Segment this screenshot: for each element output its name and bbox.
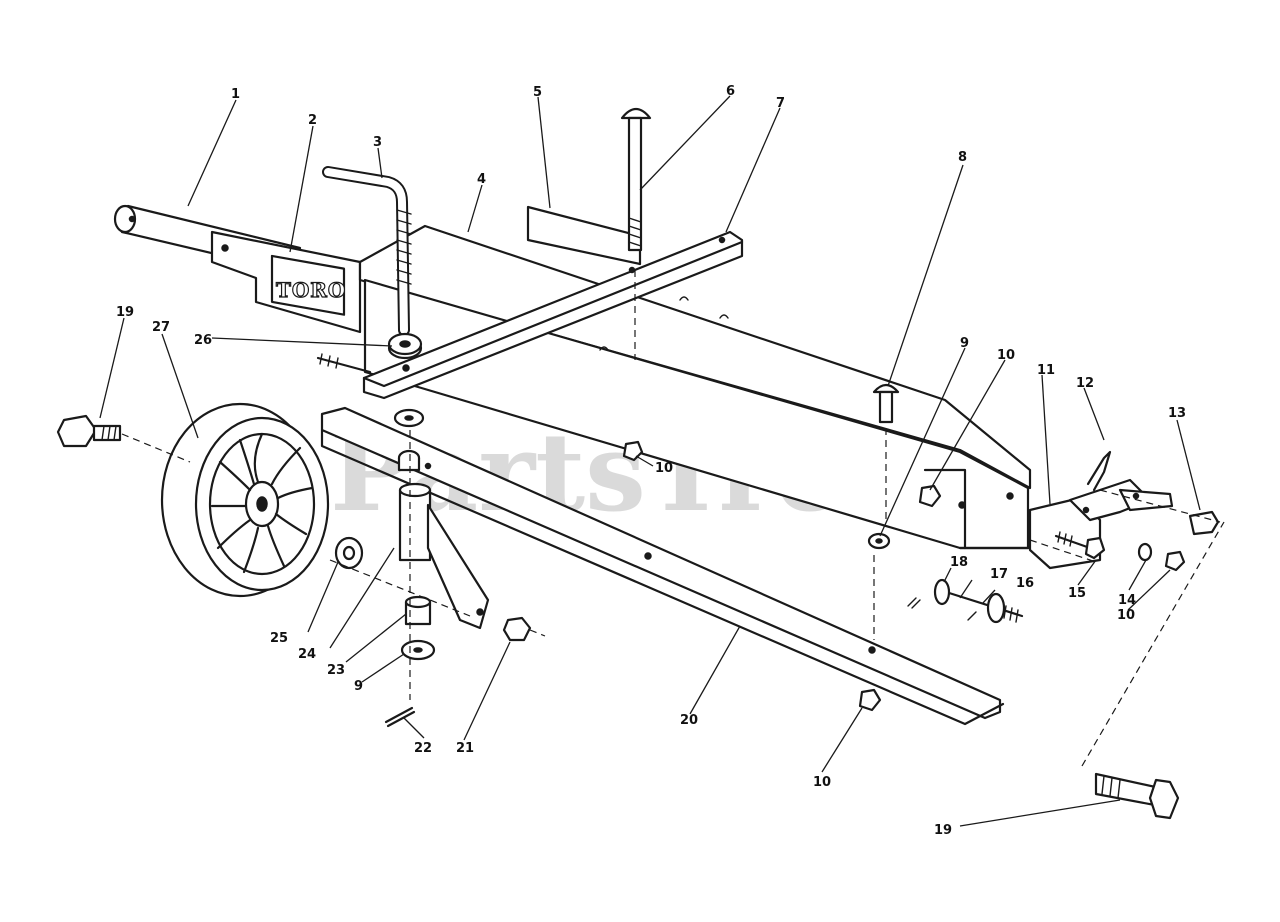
part-6-carriage-bolt[interactable] <box>620 107 652 360</box>
part-27-wheel[interactable] <box>160 402 330 598</box>
part-23-bushing[interactable] <box>404 595 432 626</box>
brand-logo-text: TORO <box>276 278 346 302</box>
pivot-axis-line <box>1099 489 1221 523</box>
callout-19-left: 19 <box>116 305 134 320</box>
part-25-washer[interactable] <box>334 536 364 570</box>
callout-13: 13 <box>1168 406 1186 421</box>
part-10-nut-d[interactable] <box>1164 550 1186 572</box>
callout-4: 4 <box>477 172 486 187</box>
part-13-cap[interactable] <box>1188 510 1220 536</box>
callout-9-lower: 9 <box>354 679 363 694</box>
part-14-washer[interactable] <box>1137 542 1153 562</box>
callout-20: 20 <box>680 713 698 728</box>
part-10-nut-a[interactable] <box>622 440 644 462</box>
callout-21: 21 <box>456 741 474 756</box>
part-7-cross-bar[interactable] <box>362 230 744 400</box>
callout-16: 16 <box>1016 576 1034 591</box>
callout-17: 17 <box>990 567 1008 582</box>
callout-23: 23 <box>327 663 345 678</box>
callout-6: 6 <box>726 84 735 99</box>
callout-25: 25 <box>270 631 288 646</box>
callout-22: 22 <box>414 741 432 756</box>
part-3-adjustment-rod[interactable] <box>322 166 412 336</box>
callout-27: 27 <box>152 320 170 335</box>
callout-9-frame: 9 <box>960 336 969 351</box>
wheel-axis-line <box>329 559 471 617</box>
part-15-bolt[interactable] <box>1054 531 1106 560</box>
part-2-brand-bracket[interactable]: TORO <box>210 230 362 334</box>
part-24-spacer-arm[interactable] <box>398 482 490 630</box>
part-11-pivot-bracket[interactable] <box>1028 478 1174 570</box>
callout-14: 14 <box>1118 593 1136 608</box>
callout-26: 26 <box>194 333 212 348</box>
part-9-washer-upper[interactable] <box>393 408 432 472</box>
callout-5: 5 <box>533 85 542 100</box>
part-26-nut[interactable] <box>387 332 423 372</box>
callout-10-far: 10 <box>1117 608 1135 623</box>
leader-lines <box>99 95 1201 827</box>
callout-10-mid: 10 <box>655 461 673 476</box>
part-9-washer-lower[interactable] <box>400 639 436 661</box>
part-12-clip[interactable] <box>1086 450 1112 492</box>
small-bolt-left[interactable] <box>316 353 372 374</box>
callout-24: 24 <box>298 647 316 662</box>
part-8-carriage-bolt[interactable] <box>872 383 900 520</box>
part-10-nut-c[interactable] <box>858 688 882 712</box>
callout-labels: 1 2 3 4 5 6 7 8 9 9 10 10 10 10 11 12 13… <box>116 84 1186 838</box>
part-9-washer-frame[interactable] <box>867 532 891 640</box>
part-16-17-18-axle-rings[interactable] <box>907 578 1024 624</box>
callout-7: 7 <box>776 96 785 111</box>
part-20-angle-bar[interactable] <box>320 406 1005 726</box>
callout-18: 18 <box>950 555 968 570</box>
callout-10-right: 10 <box>997 348 1015 363</box>
part-22-cotter-pin[interactable] <box>384 706 416 728</box>
part-19-shoulder-bolt-right[interactable] <box>1081 521 1225 820</box>
part-5-plate[interactable] <box>526 205 642 266</box>
callout-10-bottom: 10 <box>813 775 831 790</box>
callout-8: 8 <box>958 150 967 165</box>
callout-2: 2 <box>308 113 317 128</box>
callout-15: 15 <box>1068 586 1086 601</box>
callout-11: 11 <box>1037 363 1055 378</box>
part-19-shoulder-bolt-left[interactable] <box>56 414 191 463</box>
callout-19-right: 19 <box>934 823 952 838</box>
callout-12: 12 <box>1076 376 1094 391</box>
callout-3: 3 <box>373 135 382 150</box>
part-21-nut[interactable] <box>502 616 546 642</box>
callout-1: 1 <box>231 87 240 102</box>
